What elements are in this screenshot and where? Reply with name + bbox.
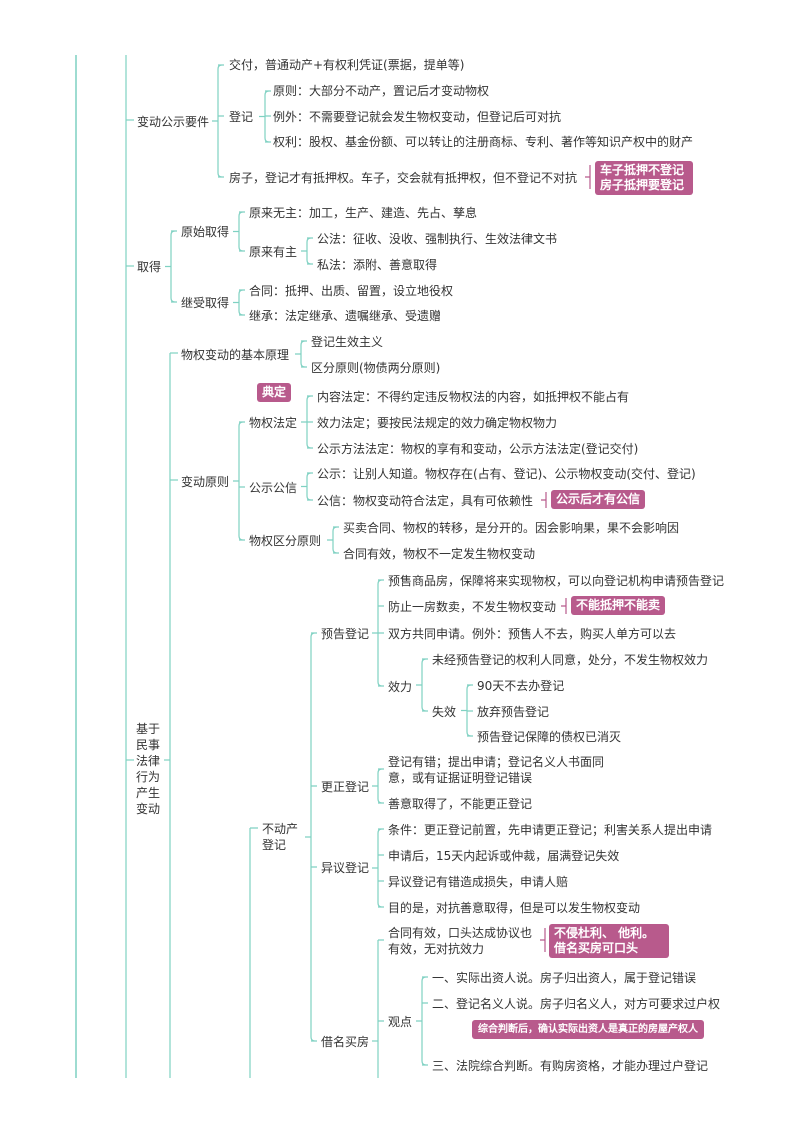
bracket-jiben <box>295 340 307 368</box>
bracket-fading <box>301 395 313 449</box>
node-shanyi: 善意取得了，不能更正登记 <box>388 797 533 811</box>
tag-buqin: 不侵杜利、 他利。借名买房可口头 <box>549 924 669 958</box>
node-qufen-yuanze: 区分原则(物债两分原则) <box>311 361 441 375</box>
node-hetong-youxiao: 合同有效，物权不一定发生物权变动 <box>343 547 536 561</box>
node-liwai: 例外：不需要登记就会发生物权变动，但登记后可对抗 <box>273 110 562 124</box>
bracket-yiyi <box>372 828 384 908</box>
node-g1: 一、实际出资人说。房子归出资人，属于登记错误 <box>432 971 697 985</box>
node-neirong: 内容法定：不得约定违反物权法的内容，如抵押权不能占有 <box>317 390 630 404</box>
bracket-gongxin <box>301 472 313 501</box>
node-g2: 二、登记名义人说。房子归名义人，对方可要求过户权 <box>432 997 721 1011</box>
bracket-xiaoli <box>416 658 428 712</box>
tag-dianding: 典定 <box>257 383 292 402</box>
node-jiaofu: 交付，普通动产+有权利凭证(票据，提单等) <box>229 58 465 72</box>
node-zhaiquan: 预告登记保障的债权已消灭 <box>477 730 622 744</box>
node-gongxin: 公信：物权变动符合法定，具有可依赖性 <box>317 494 534 508</box>
node-youcuo: 登记有错；提出申请；登记名义人书面同意，或有证据证明登记错误 <box>388 755 605 785</box>
node-mudi: 目的是，对抗善意取得，但是可以发生物权变动 <box>388 901 641 915</box>
node-guandian: 观点 <box>388 1015 413 1029</box>
node-maimai: 买卖合同、物权的转移，是分开的。因会影响果，果不会影响因 <box>343 521 680 535</box>
node-jicheng: 继承：法定继承、遗嘱继承、受遗赠 <box>249 309 442 323</box>
node-hetong: 合同：抵押、出质、留置，设立地役权 <box>249 284 454 298</box>
node-t90: 90天不去办登记 <box>477 679 565 693</box>
bracket-gengzheng <box>372 768 384 804</box>
node-fangzi: 房子，登记才有抵押权。车子，交会就有抵押权，但不登记不对抗 <box>229 171 578 185</box>
node-yuanlai-youzhu: 原来有主 <box>249 245 298 259</box>
node-shuangfang: 双方共同申请。例外：预售人不去，购买人单方可以去 <box>388 627 677 641</box>
bracket-yugao <box>372 579 384 687</box>
node-qude: 取得 <box>137 260 162 274</box>
node-gongshi-fangfa: 公示方法法定：物权的享有和变动，公示方法法定(登记交付) <box>317 442 639 456</box>
bracket-dengji <box>259 90 271 143</box>
node-root: 基于民事法律行为产生变动 <box>136 722 161 816</box>
node-yiyi-cuo: 异议登记有错造成损失，申请人赔 <box>388 875 569 889</box>
node-dengji-shengxiao: 登记生效主义 <box>311 335 384 349</box>
bracket-jieming <box>377 939 384 1078</box>
node-gongfa: 公法：征收、没收、强制执行、生效法律文书 <box>317 232 558 246</box>
budongchan-trunk <box>249 827 258 1078</box>
node-yuanlai-wuzhu: 原来无主：加工，生产、建造、先占、孳息 <box>249 206 478 220</box>
node-xiaoli2: 效力 <box>388 680 413 694</box>
tag-chezi: 车子抵押不登记房子抵押要登记 <box>595 161 693 195</box>
bracket-guandian <box>416 976 428 1066</box>
node-sifa: 私法：添附、善意取得 <box>317 258 438 272</box>
tag-zonghe: 综合判断后，确认实际出资人是真正的房屋产权人 <box>472 1020 704 1039</box>
node-fangqi: 放弃预告登记 <box>477 705 550 719</box>
node-bdgs-yaojian: 变动公示要件 <box>137 115 210 129</box>
node-yushou: 预售商品房，保障将来实现物权，可以向登记机构申请预告登记 <box>388 574 725 588</box>
node-dengji: 登记 <box>229 110 254 124</box>
node-fangzhi: 防止一房数卖，不发生物权变动 <box>388 600 557 614</box>
node-wuquan-fading: 物权法定 <box>249 416 298 430</box>
node-yuanze: 原则：大部分不动产，置记后才变动物权 <box>273 84 490 98</box>
bracket-gongxin-tag <box>541 492 547 508</box>
bracket-youzhu <box>301 237 313 265</box>
bracket-jishou <box>233 289 245 316</box>
node-gongshi: 公示：让别人知道。物权存在(占有、登记)、公示物权变动(交付、登记) <box>317 467 696 481</box>
node-gengzheng: 更正登记 <box>321 780 370 794</box>
node-yuanshi: 原始取得 <box>181 225 230 239</box>
bracket-chezi-tag <box>585 165 591 189</box>
node-koutou: 合同有效，口头达成协议也有效，无对抗效力 <box>388 926 533 956</box>
bracket-buqin-tag <box>540 928 546 952</box>
node-jiben-yuanli: 物权变动的基本原理 <box>181 348 290 362</box>
bracket-bunengmai-tag <box>561 598 567 614</box>
node-weijing: 未经预告登记的权利人同意，处分，不发生物权效力 <box>432 653 709 667</box>
node-shixiao: 失效 <box>432 705 457 719</box>
node-budongchan: 不动产登记 <box>262 822 299 852</box>
bracket-qude <box>165 230 177 303</box>
node-jieming: 借名买房 <box>321 1035 370 1049</box>
bracket-shixiao <box>461 684 473 737</box>
tag-bunengmai: 不能抵押不能卖 <box>571 596 666 615</box>
node-yiyi: 异议登记 <box>321 861 370 875</box>
node-gongshi-gongxin: 公示公信 <box>249 481 298 495</box>
bracket-biandong <box>233 421 245 541</box>
node-biandong-yuanze: 变动原则 <box>181 475 230 489</box>
node-jishou: 继受取得 <box>181 296 230 310</box>
bracket-yuanshi <box>233 211 245 252</box>
node-shenqing15: 申请后，15天内起诉或仲裁，届满登记失效 <box>388 849 620 863</box>
tag-gongxin: 公示后才有公信 <box>551 490 646 509</box>
node-quanli: 权利：股权、基金份额、可以转让的注册商标、专利、著作等知识产权中的财产 <box>273 135 694 149</box>
node-g3: 三、法院综合判断。有购房资格，才能办理过户登记 <box>432 1059 709 1073</box>
bracket-budongchan <box>305 632 317 1042</box>
bracket-qufen <box>327 526 339 554</box>
bracket-bdgs <box>212 64 224 178</box>
node-tiaojian: 条件：更正登记前置，先申请更正登记；利害关系人提出申请 <box>388 823 713 837</box>
node-yugao: 预告登记 <box>321 627 370 641</box>
node-xiaoli: 效力法定；要按民法规定的效力确定物权物力 <box>317 416 558 430</box>
node-wuquan-qufen: 物权区分原则 <box>249 534 322 548</box>
